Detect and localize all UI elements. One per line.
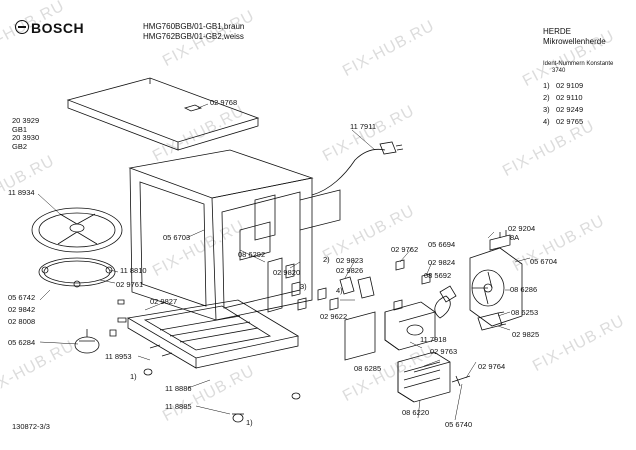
- part-label: 05 6694: [428, 240, 456, 249]
- model-line-1: HMG760BGB/01-GB1,braun: [143, 22, 245, 31]
- part-label: 02 9826: [336, 266, 364, 275]
- part-label: 1): [246, 418, 253, 427]
- door-switches: [267, 257, 375, 313]
- turntable-plate: [31, 207, 123, 253]
- part-label: 02 9764: [478, 362, 506, 371]
- part-label: 02 9824: [428, 258, 456, 267]
- ident-value: 02 9109: [556, 81, 584, 90]
- part-label: 05 6704: [530, 257, 558, 266]
- turntable-motor: [74, 299, 127, 354]
- part-label: 02 9823: [336, 256, 364, 265]
- part-label: 08 6220: [402, 408, 430, 417]
- part-label: 02 9842: [8, 305, 36, 314]
- ident-label: Ident-Nummern Konstante: [543, 61, 614, 67]
- part-label: 11 8934: [8, 188, 35, 197]
- part-label: 08 6253: [511, 308, 539, 317]
- part-label: 05 6703: [163, 233, 191, 242]
- part-label: 8A: [510, 233, 520, 242]
- part-label: 2): [323, 255, 330, 264]
- part-label: 3): [300, 282, 307, 291]
- thermal-cutouts: [393, 259, 431, 311]
- part-label: 11 7918: [420, 335, 447, 344]
- capacitor: [477, 311, 507, 331]
- part-label: 02 9768: [210, 98, 238, 107]
- ident-value: 02 9765: [556, 117, 584, 126]
- part-label: 02 9825: [512, 330, 540, 339]
- category-line-2: Mikrowellenherde: [543, 37, 606, 46]
- model-line-2: HMG762BGB/01-GB2,weiss: [143, 32, 244, 41]
- roller-ring: [38, 257, 116, 288]
- fan-assembly: [434, 247, 523, 327]
- part-label: 02 8008: [8, 317, 36, 326]
- brand-name: BOSCH: [31, 20, 85, 36]
- ident-value: 02 9249: [556, 105, 584, 114]
- part-label: 11 8885: [165, 402, 192, 411]
- part-label: 05 6740: [445, 420, 473, 429]
- part-label: GB1: [12, 125, 28, 134]
- power-cord: [311, 141, 404, 196]
- part-label: 20 3929: [12, 116, 40, 125]
- part-label: 08 6285: [354, 364, 382, 373]
- ident-key: 1): [543, 81, 550, 90]
- part-label: 08 6292: [238, 250, 266, 259]
- footer-code: 130872-3/3: [12, 422, 50, 431]
- part-label: 02 9204: [508, 224, 536, 233]
- part-label: 02 9622: [320, 312, 348, 321]
- fuse-holder: [489, 230, 511, 251]
- oven-cavity: [128, 149, 341, 321]
- part-label: 05 6742: [8, 293, 36, 302]
- part-label: 02 9761: [116, 280, 144, 289]
- part-label: 08 6286: [510, 285, 538, 294]
- leader-lines: [37, 103, 531, 421]
- ident-value: 3740: [552, 68, 566, 74]
- diode: [451, 375, 471, 387]
- category-line-1: HERDE: [543, 27, 572, 36]
- ident-value: 02 9110: [556, 93, 583, 102]
- part-label: 11 7911: [350, 122, 376, 131]
- ident-key: 4): [543, 117, 550, 126]
- ident-key: 2): [543, 93, 550, 102]
- part-label: 1): [130, 372, 137, 381]
- part-label: 02 9820: [273, 268, 301, 277]
- part-label: 11 8953: [105, 352, 132, 361]
- part-label: 20 3930: [12, 133, 40, 142]
- ident-key: 3): [543, 105, 550, 114]
- housing-cover: [66, 77, 260, 151]
- part-label: 02 9762: [391, 245, 419, 254]
- part-label: 05 6284: [8, 338, 36, 347]
- part-label: GB2: [12, 142, 28, 151]
- base-plate: [126, 299, 300, 369]
- feet: [143, 368, 301, 423]
- magnetron: [344, 301, 436, 361]
- part-label: 4): [336, 286, 343, 295]
- part-label: 11 8886: [165, 384, 192, 393]
- transformer: [397, 351, 451, 403]
- part-label: 11 8810: [120, 266, 147, 275]
- part-label: 02 9763: [430, 347, 458, 356]
- bosch-logo-icon: [15, 20, 29, 34]
- part-label: 02 9827: [150, 297, 178, 306]
- part-label: 08 5692: [424, 271, 452, 280]
